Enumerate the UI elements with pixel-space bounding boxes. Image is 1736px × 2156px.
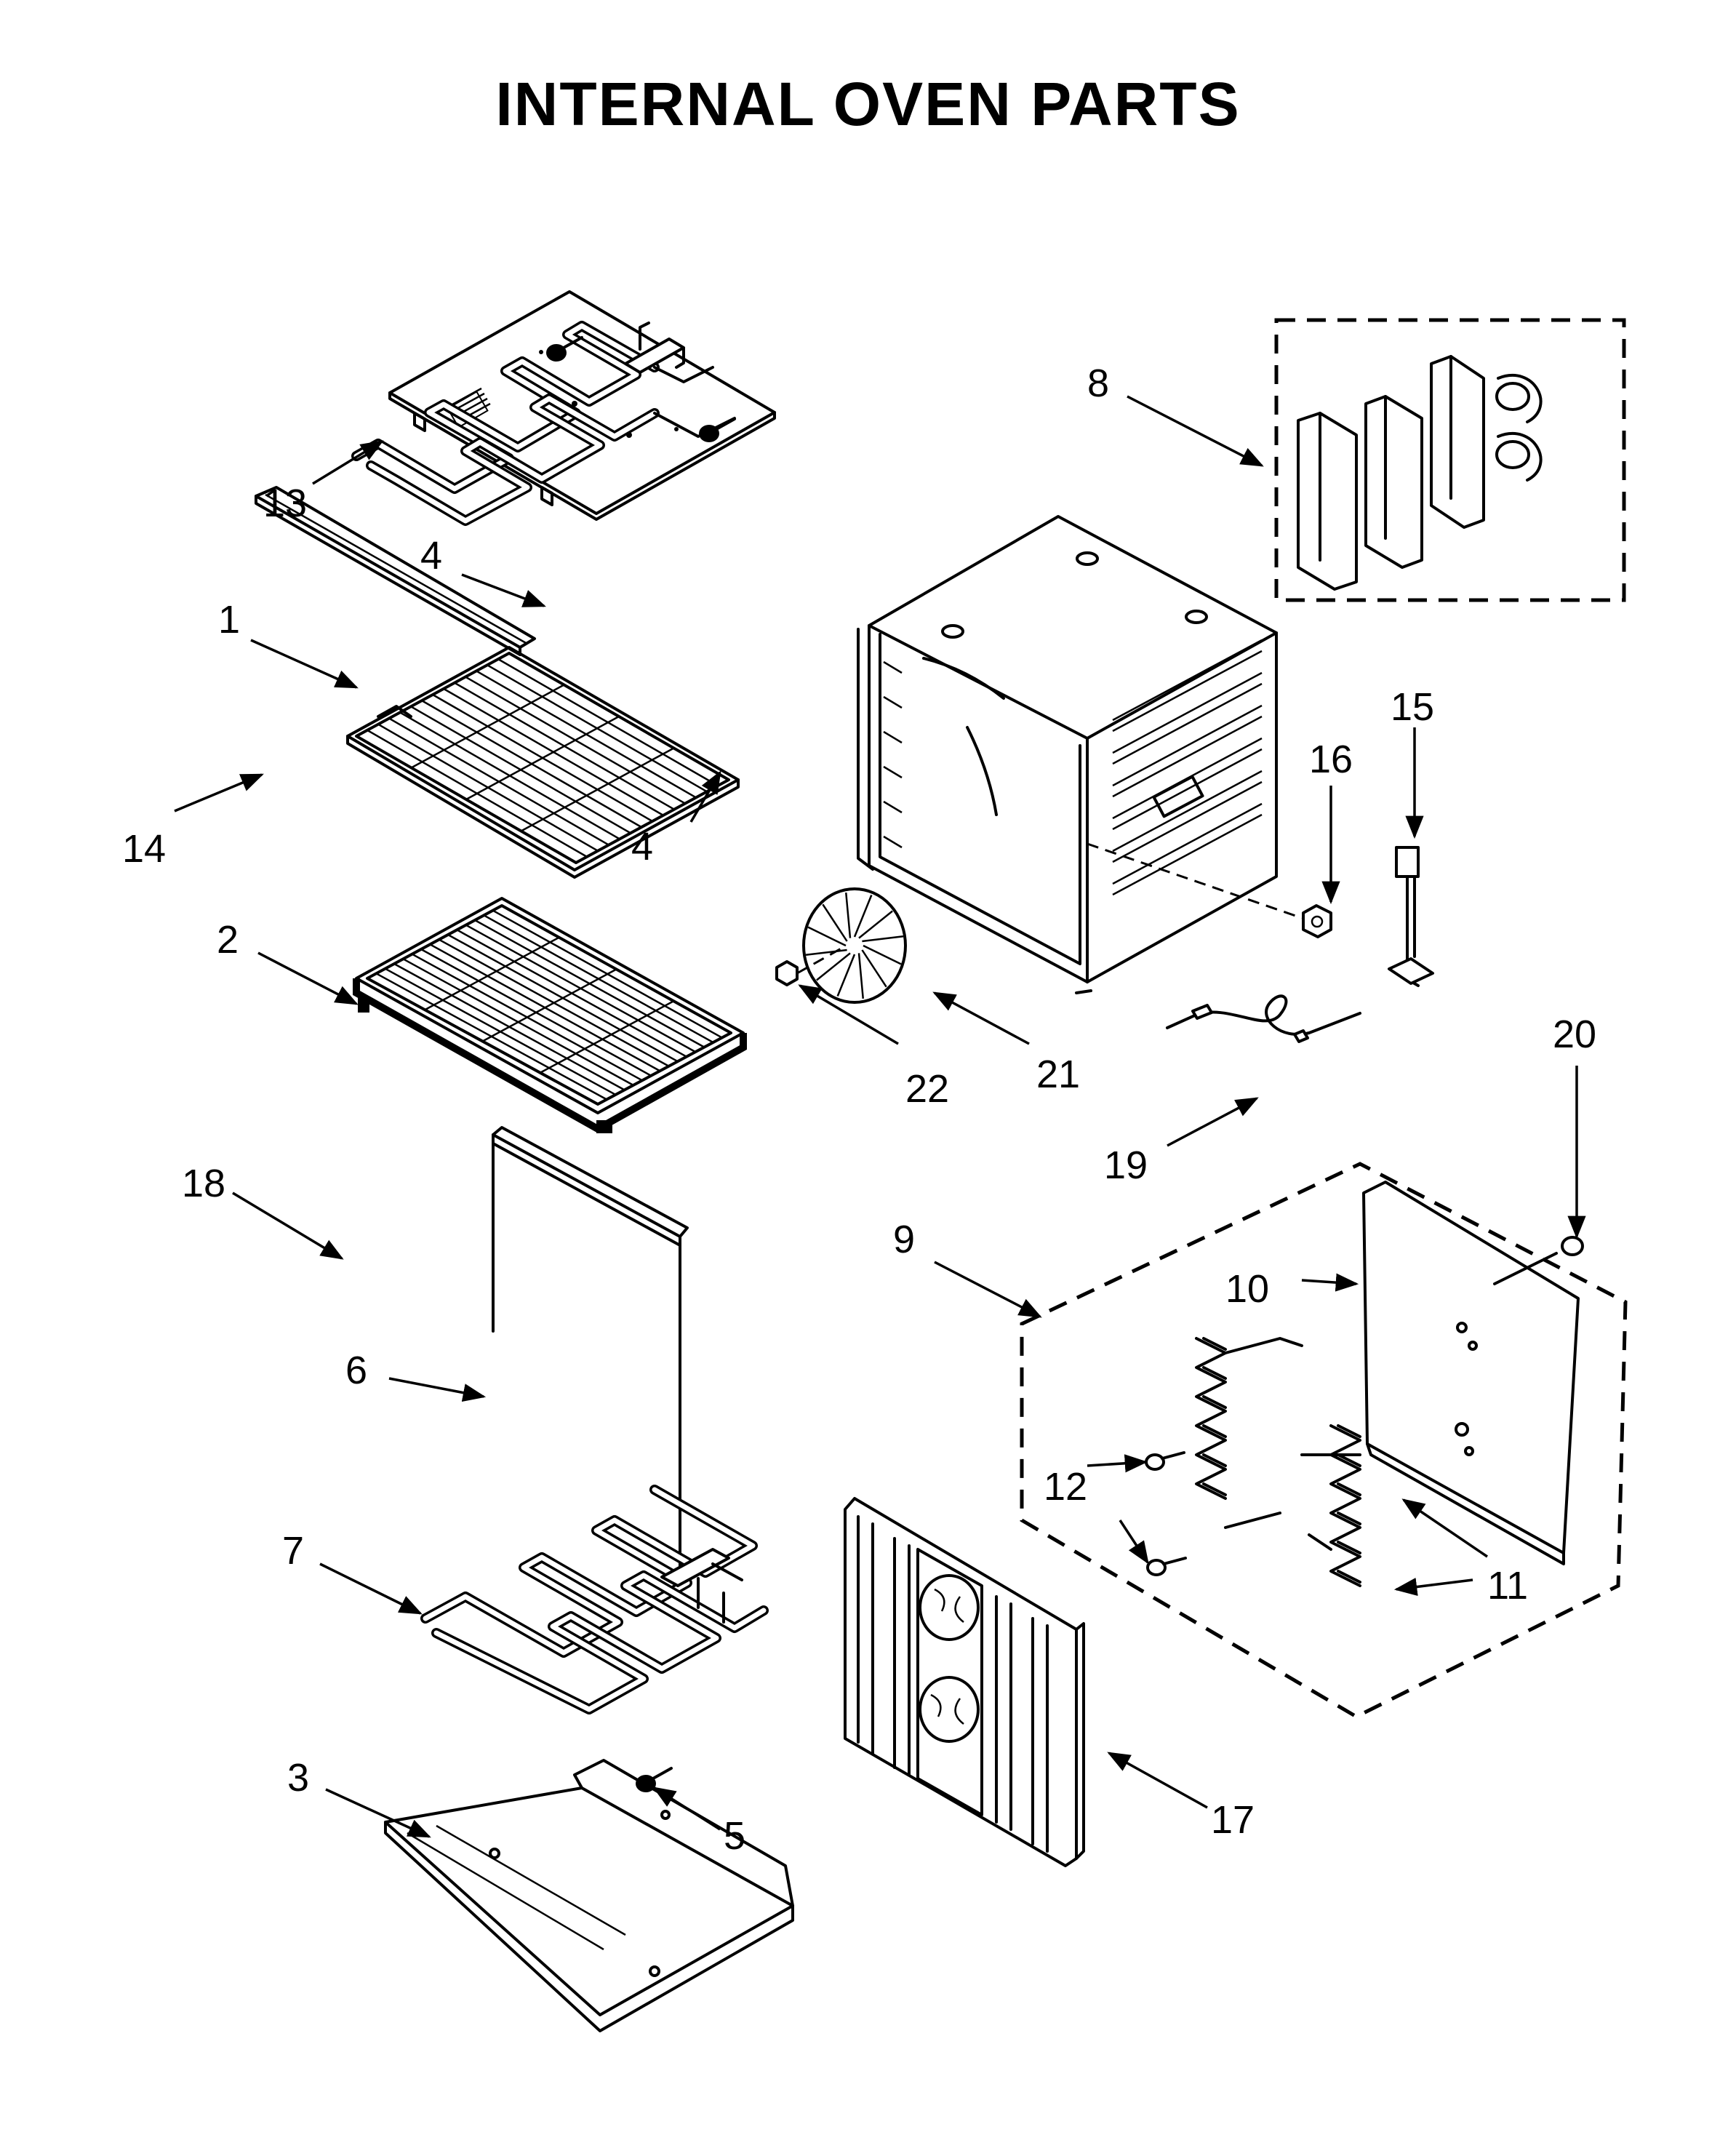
part-16-nut[interactable] (1302, 904, 1332, 938)
callout-21: 21 (1036, 1053, 1080, 1096)
callout-4: 4 (420, 534, 442, 578)
part-3-bottom-panel[interactable] (384, 1759, 794, 2032)
callout-5: 5 (724, 1814, 745, 1858)
callout-2: 2 (217, 918, 239, 962)
page-title: INTERNAL OVEN PARTS (495, 70, 1241, 138)
part-1-broil-element[interactable] (351, 321, 736, 526)
part-4-screw-lower[interactable] (699, 418, 736, 442)
part-11-convection-element[interactable] (1195, 1337, 1361, 1587)
part-4-screw-upper[interactable] (546, 336, 583, 362)
callout-9: 9 (893, 1218, 915, 1261)
part-6-trim[interactable] (492, 1126, 689, 1602)
callout-6: 6 (345, 1349, 367, 1392)
part-22-fan-nut[interactable] (775, 960, 799, 986)
callout-10: 10 (1225, 1267, 1269, 1311)
callout-1: 1 (218, 598, 240, 642)
callout-8: 8 (1087, 362, 1109, 405)
part-8-control-modules[interactable] (1274, 318, 1626, 602)
callout-7: 7 (282, 1529, 304, 1573)
callout-4: 4 (631, 825, 653, 869)
callout-12: 12 (1044, 1465, 1087, 1509)
callout-19: 19 (1104, 1143, 1148, 1187)
callout-14: 14 (122, 827, 166, 871)
callout-22: 22 (905, 1067, 949, 1111)
part-18-gliding-rack[interactable] (353, 897, 747, 1133)
part-17-fan-cover[interactable] (844, 1497, 1085, 1867)
callout-18: 18 (182, 1162, 225, 1205)
part-15-sensor-harness[interactable] (1388, 846, 1434, 987)
part-19-meat-probe[interactable] (1166, 994, 1361, 1043)
part-20-screw[interactable] (1493, 1236, 1584, 1285)
callout-20: 20 (1553, 1013, 1596, 1056)
callout-labels: 13 4 1 4 14 2 18 6 7 3 5 8 16 15 22 21 2… (122, 362, 1596, 1858)
callout-3: 3 (287, 1756, 309, 1800)
part-14-trim-strip[interactable] (255, 486, 536, 656)
part-10-rear-panel[interactable] (1362, 1181, 1580, 1565)
callout-15: 15 (1391, 685, 1434, 729)
callout-17: 17 (1211, 1798, 1255, 1842)
part-5-screw[interactable] (636, 1767, 673, 1792)
oven-cavity (857, 515, 1278, 994)
part-9-convection-assembly[interactable] (1020, 1162, 1628, 1719)
part-12-screw-upper[interactable] (1145, 1451, 1185, 1471)
callout-16: 16 (1309, 738, 1353, 781)
callout-13: 13 (263, 482, 307, 525)
part-12-screw-lower[interactable] (1146, 1557, 1187, 1576)
part-21-fan-blade[interactable] (796, 842, 1303, 1004)
callout-leaders (174, 395, 1586, 1838)
part-2-oven-rack[interactable] (346, 646, 740, 879)
part-7-bake-element[interactable] (420, 1485, 769, 1714)
callout-11: 11 (1487, 1564, 1528, 1608)
